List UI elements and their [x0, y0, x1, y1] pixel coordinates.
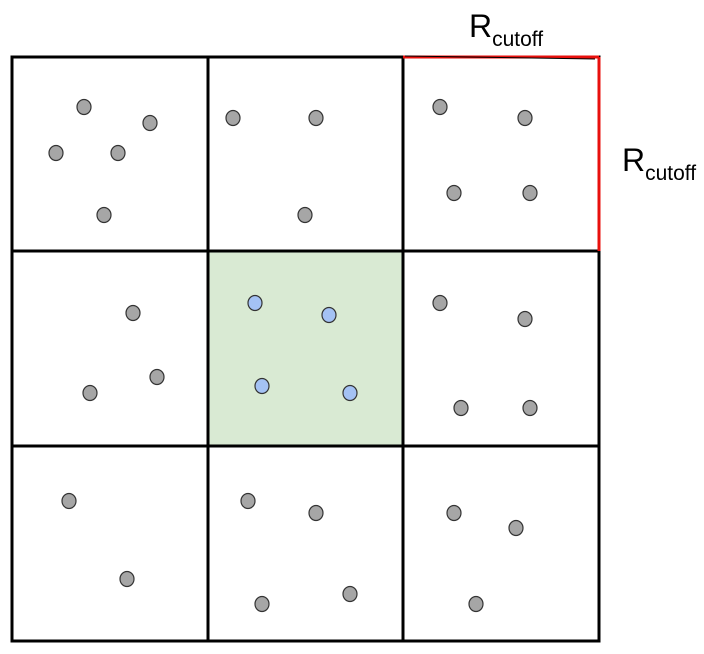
particle-highlighted — [342, 384, 358, 402]
particle — [142, 114, 158, 132]
particle — [119, 570, 135, 588]
cutoff-edge-stroke-thin — [404, 55, 596, 60]
particle — [522, 184, 538, 202]
particle — [508, 519, 524, 537]
cutoff-label-right: Rcutoff — [622, 144, 696, 184]
particle — [453, 399, 469, 417]
cutoff-label-top: Rcutoff — [469, 10, 543, 50]
particle — [517, 109, 533, 127]
particle — [342, 585, 358, 603]
particle — [446, 184, 462, 202]
particle — [48, 144, 64, 162]
particle — [61, 492, 77, 510]
particle — [308, 504, 324, 522]
particle-highlighted — [254, 377, 270, 395]
particle — [76, 98, 92, 116]
particle — [110, 144, 126, 162]
particle-highlighted — [321, 306, 337, 324]
particle-highlighted — [247, 294, 263, 312]
cutoff-edges — [403, 55, 601, 251]
particle — [522, 399, 538, 417]
cutoff-label-right-subscript: cutoff — [645, 162, 697, 185]
particle — [240, 492, 256, 510]
particle — [446, 504, 462, 522]
central-cell-highlight — [208, 251, 403, 446]
particle — [468, 595, 484, 613]
particle — [149, 368, 165, 386]
particle — [308, 109, 324, 127]
particle — [225, 109, 241, 127]
cutoff-label-right-symbol: R — [622, 142, 646, 178]
grid-outer-border — [10, 55, 601, 643]
particle — [432, 98, 448, 116]
grid-lines — [12, 57, 599, 641]
particle — [254, 595, 270, 613]
particle — [517, 310, 533, 328]
particle — [96, 206, 112, 224]
particle — [432, 294, 448, 312]
cutoff-label-top-subscript: cutoff — [492, 28, 544, 51]
particle — [125, 304, 141, 322]
cutoff-label-top-symbol: R — [469, 8, 493, 44]
particle — [82, 384, 98, 402]
particle — [297, 206, 313, 224]
particles — [48, 98, 538, 613]
